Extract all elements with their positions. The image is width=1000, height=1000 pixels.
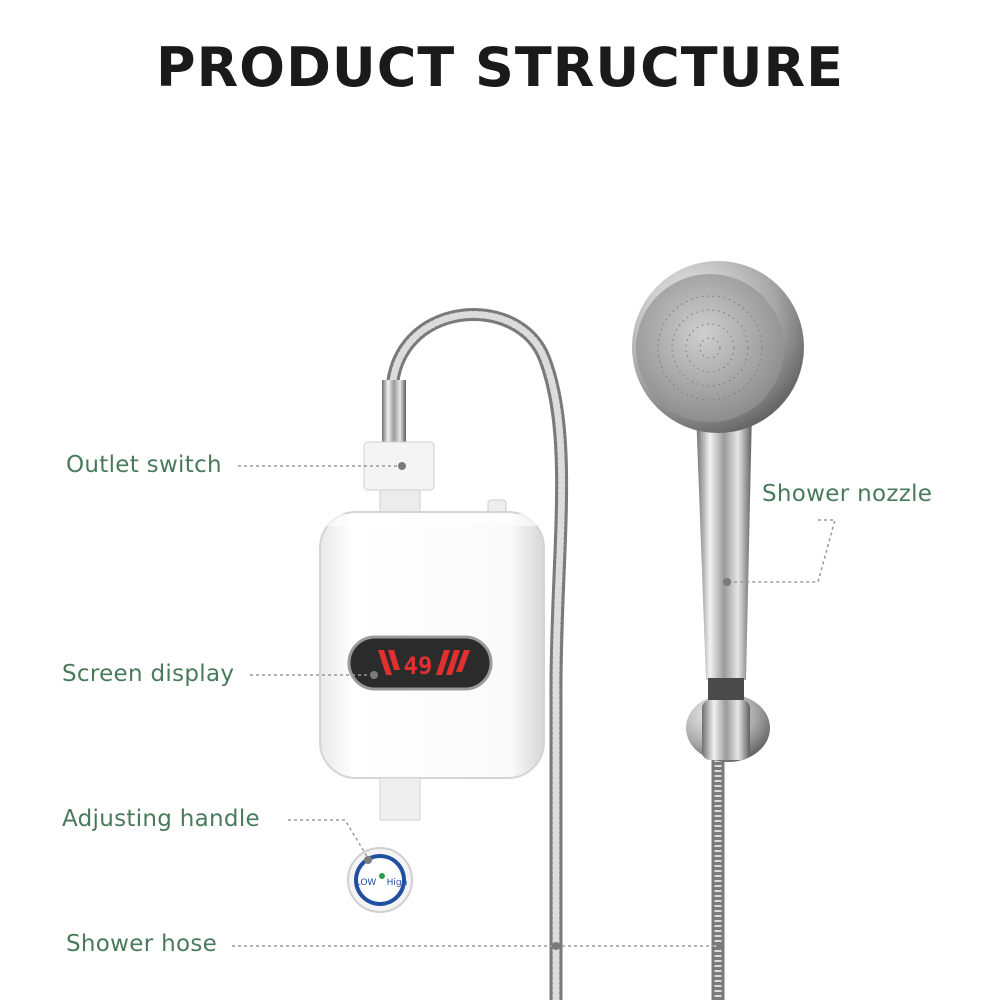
adjusting-handle: LOW High — [347, 777, 421, 913]
label-outlet-switch: Outlet switch — [66, 452, 222, 478]
wall-holder — [686, 678, 770, 762]
label-shower-hose: Shower hose — [66, 931, 218, 957]
screen-display: 49 — [347, 635, 493, 691]
leader-dots — [364, 462, 731, 950]
label-adjusting-handle: Adjusting handle — [62, 806, 260, 832]
shower-nozzle — [632, 261, 804, 680]
outlet-switch — [363, 380, 435, 513]
dial-low-label: LOW — [356, 878, 377, 888]
label-screen-display: Screen display — [62, 661, 235, 687]
display-reading: 49 — [404, 652, 433, 680]
leader-lines — [232, 465, 836, 947]
label-shower-nozzle: Shower nozzle — [762, 481, 933, 507]
page-title: PRODUCT STRUCTURE — [156, 36, 844, 99]
dial-high-label: High — [387, 878, 408, 888]
